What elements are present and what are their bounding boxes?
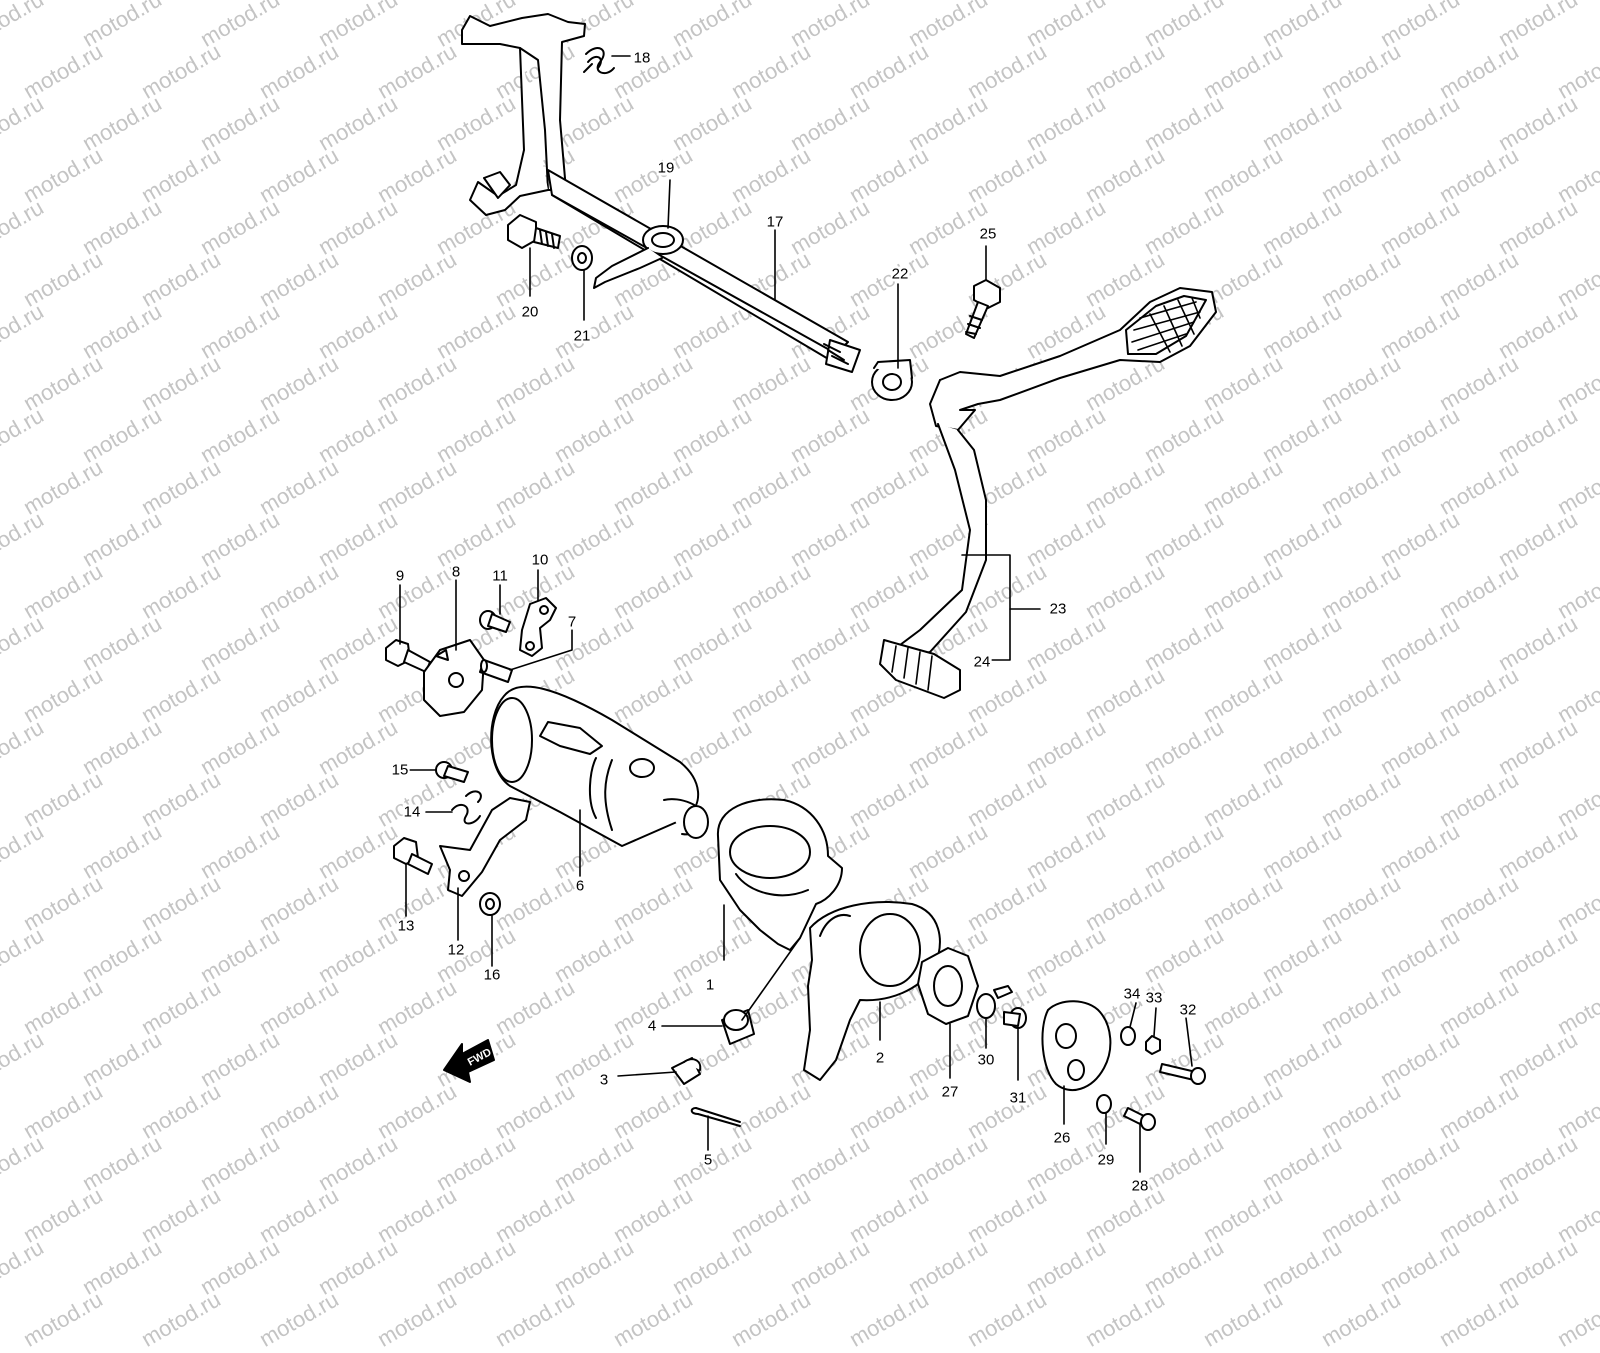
gearshift-shaft xyxy=(461,13,861,373)
callout-label-34: 34 xyxy=(1122,985,1142,1003)
watermark-text: motod.ru xyxy=(550,1234,638,1300)
watermark-text: motod.ru xyxy=(845,1286,933,1352)
bolt-20 xyxy=(507,214,561,249)
bolt-32 xyxy=(1159,1063,1206,1085)
callout-label-1: 1 xyxy=(704,976,716,994)
watermark-text: motod.ru xyxy=(432,1234,520,1300)
watermark-text: motod.ru xyxy=(314,1234,402,1300)
exploded-view-drawing: FWD xyxy=(385,13,1217,1173)
nut-33 xyxy=(1145,1035,1161,1055)
gearshift-fork-2 xyxy=(803,901,941,1081)
watermark-text: motod.ru xyxy=(786,1234,874,1300)
callout-label-4: 4 xyxy=(646,1017,658,1035)
watermark-text: motod.ru xyxy=(1317,1286,1405,1352)
callout-label-20: 20 xyxy=(520,303,540,321)
cam-stopper-plate xyxy=(423,639,485,717)
forward-arrow-icon: FWD xyxy=(443,1039,495,1083)
callout-label-2: 2 xyxy=(874,1049,886,1067)
callout-label-32: 32 xyxy=(1178,1001,1198,1019)
watermark-text: motod.ru xyxy=(1140,1234,1228,1300)
washer-29 xyxy=(1096,1094,1112,1114)
callout-label-7: 7 xyxy=(566,613,578,631)
watermark-text: motod.ru xyxy=(196,1234,284,1300)
watermark-text: motod.ru xyxy=(1081,1286,1169,1352)
watermark-text: motod.ru xyxy=(668,1234,756,1300)
washer-34 xyxy=(1120,1026,1136,1046)
callout-label-19: 19 xyxy=(656,159,676,177)
screw-9 xyxy=(385,639,431,673)
watermark-text: motod.ru xyxy=(727,1286,815,1352)
callout-label-31: 31 xyxy=(1008,1089,1028,1107)
callout-label-5: 5 xyxy=(702,1151,714,1169)
guide-pin-3 xyxy=(671,1057,702,1085)
watermark-text: motod.ru xyxy=(963,1286,1051,1352)
screw-28 xyxy=(1123,1107,1156,1131)
watermark-text: motod.ru xyxy=(78,1234,166,1300)
callout-label-10: 10 xyxy=(530,551,550,569)
callout-label-30: 30 xyxy=(976,1051,996,1069)
watermark-text: motod.ru xyxy=(1553,1286,1600,1352)
callout-label-6: 6 xyxy=(574,877,586,895)
bolt-13 xyxy=(393,837,433,875)
watermark-text: motod.ru xyxy=(609,1286,697,1352)
callout-label-14: 14 xyxy=(402,803,422,821)
callout-label-25: 25 xyxy=(978,225,998,243)
watermark-text: motod.ru xyxy=(19,1286,107,1352)
cam-stopper xyxy=(439,797,531,897)
callout-label-21: 21 xyxy=(572,327,592,345)
callout-label-15: 15 xyxy=(390,761,410,779)
screw-15 xyxy=(435,761,469,783)
callout-label-11: 11 xyxy=(491,567,509,585)
pin-7 xyxy=(479,659,513,683)
callout-label-9: 9 xyxy=(394,567,406,585)
bolt-31 xyxy=(1003,1007,1027,1029)
callout-label-18: 18 xyxy=(632,49,652,67)
return-spring xyxy=(583,47,615,75)
watermark-text: motod.ru xyxy=(1494,1234,1582,1300)
watermark-text: motod.ru xyxy=(904,1234,992,1300)
watermark-text: motod.ru xyxy=(1199,1286,1287,1352)
watermark-text: motod.ru xyxy=(1376,1234,1464,1300)
callout-label-12: 12 xyxy=(446,941,466,959)
watermark-text: motod.ru xyxy=(491,1286,579,1352)
gearshift-fork-1 xyxy=(716,798,843,951)
callout-label-33: 33 xyxy=(1144,989,1164,1007)
watermark-text: motod.ru xyxy=(0,1234,48,1300)
pedal-rubber xyxy=(879,639,961,699)
callout-label-3: 3 xyxy=(598,1071,610,1089)
callout-label-16: 16 xyxy=(482,966,502,984)
gearshift-lever xyxy=(895,287,1217,661)
callout-label-26: 26 xyxy=(1052,1129,1072,1147)
screw-11 xyxy=(479,610,511,633)
cover-26 xyxy=(1041,1000,1112,1092)
callout-label-8: 8 xyxy=(450,563,462,581)
callout-label-27: 27 xyxy=(940,1083,960,1101)
callout-label-24: 24 xyxy=(972,653,992,671)
leader-lines xyxy=(399,55,1193,1173)
watermark-text: motod.ru xyxy=(1258,1234,1346,1300)
spring-14 xyxy=(451,790,482,825)
watermark-text: motod.ru xyxy=(1022,1234,1110,1300)
plate-27 xyxy=(917,947,979,1025)
washer-21 xyxy=(571,245,593,271)
watermark-text: motod.ru xyxy=(373,1286,461,1352)
callout-label-17: 17 xyxy=(765,213,785,231)
shift-cam-guide xyxy=(593,225,684,289)
cotter-pin-5 xyxy=(690,1107,741,1127)
callout-label-22: 22 xyxy=(890,265,910,283)
callout-label-29: 29 xyxy=(1096,1151,1116,1169)
roller-4 xyxy=(721,1009,755,1045)
callout-label-28: 28 xyxy=(1130,1177,1150,1195)
watermark-text: motod.ru xyxy=(255,1286,343,1352)
callout-label-23: 23 xyxy=(1048,600,1068,618)
bearing-22 xyxy=(871,359,913,401)
callout-label-13: 13 xyxy=(396,917,416,935)
washer-16 xyxy=(479,892,501,916)
watermark-text: motod.ru xyxy=(137,1286,225,1352)
gearshift-cam xyxy=(490,685,709,847)
watermark-text: motod.ru xyxy=(1435,1286,1523,1352)
plate-10 xyxy=(519,597,557,657)
pedal-bolt-25 xyxy=(965,279,1001,339)
